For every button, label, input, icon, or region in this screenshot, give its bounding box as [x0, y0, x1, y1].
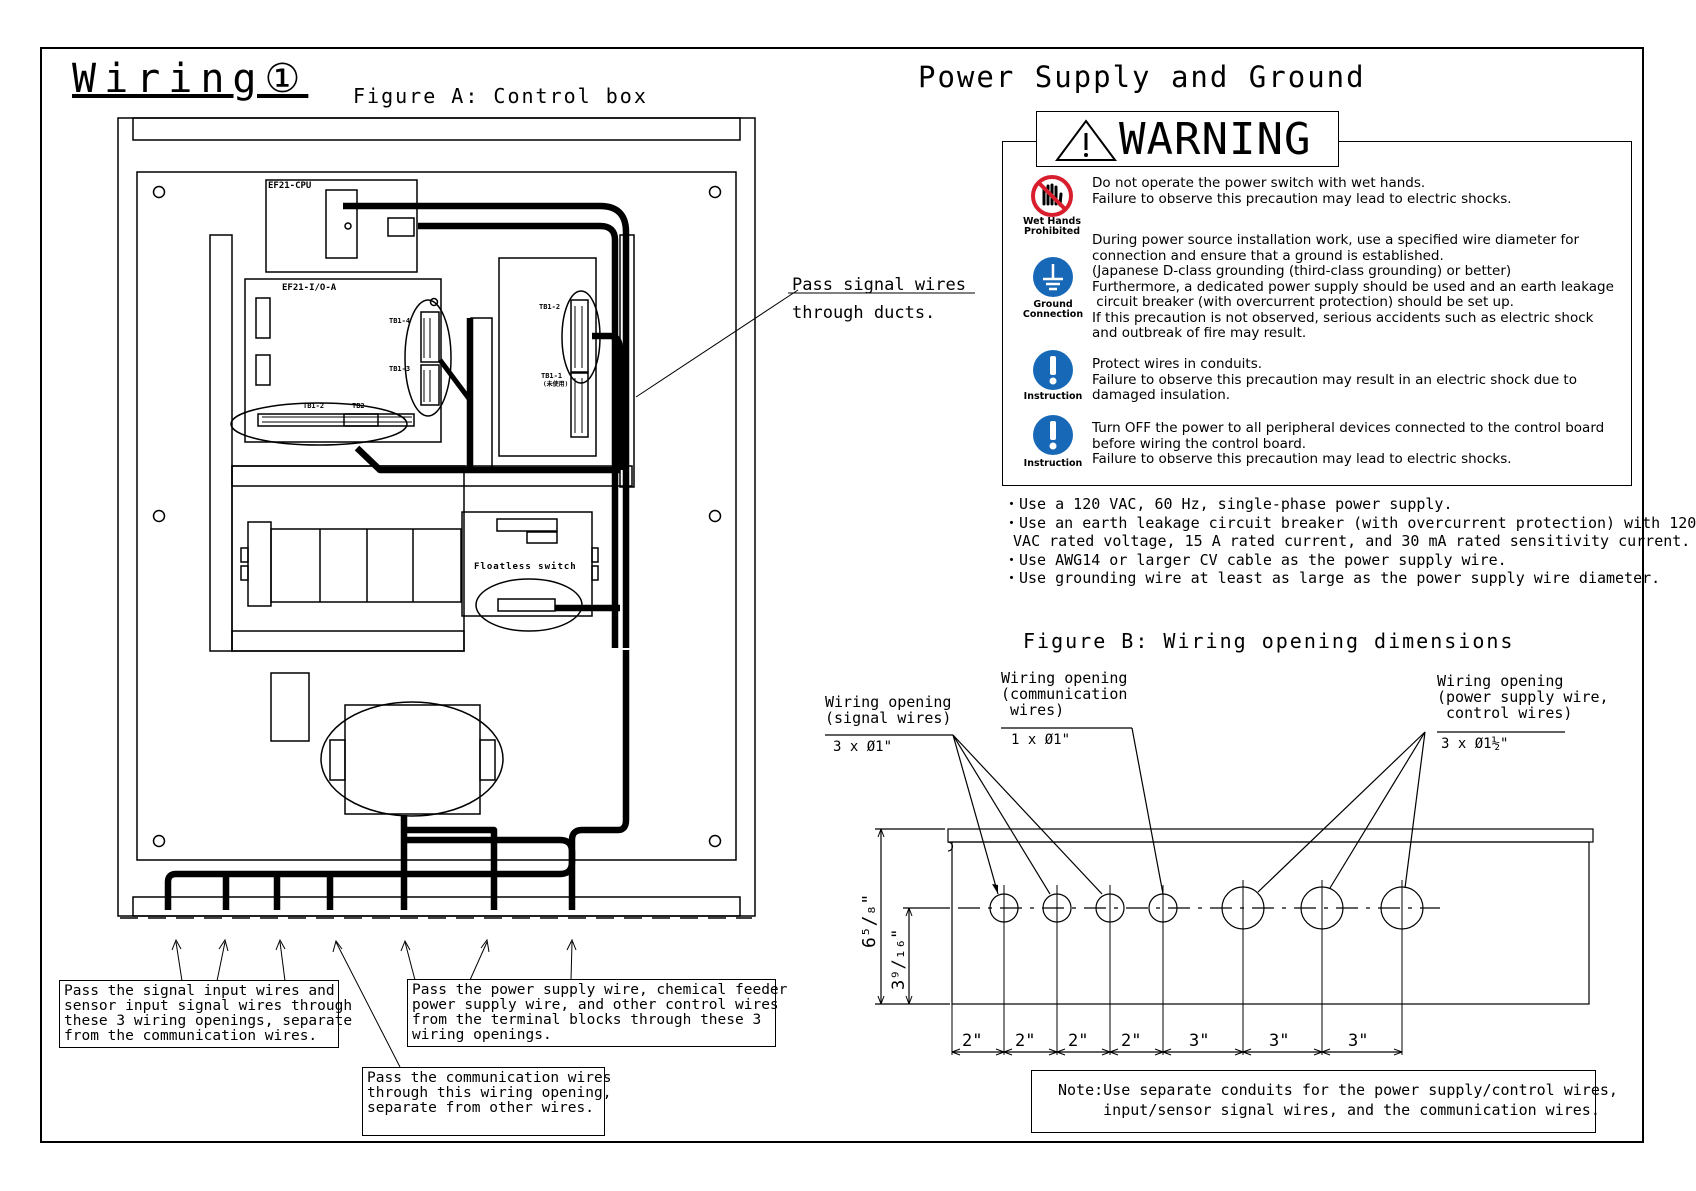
warning-triangle-icon	[1055, 119, 1117, 161]
opening-signal-size: 3 x Ø1"	[833, 739, 893, 755]
warning-text-power-off: Turn OFF the power to all peripheral dev…	[1092, 420, 1605, 467]
spacing-5: 3"	[1189, 1031, 1209, 1051]
figure-b-title: Figure B: Wiring opening dimensions	[1023, 629, 1515, 653]
spacing-7: 3"	[1348, 1031, 1368, 1051]
tb1-1r-sub-label: (未使用)	[543, 380, 568, 388]
height-center-dim: 3⁹/₁₆"	[889, 929, 909, 990]
tb1-1r-label: TB1-1	[541, 372, 562, 380]
conduit-note: Note:Use separate conduits for the power…	[1031, 1070, 1618, 1133]
drawing-frame	[40, 47, 1644, 1143]
tb2-label: TB2	[352, 402, 365, 410]
spacing-1: 2"	[962, 1031, 982, 1051]
floatless-label: Floatless switch	[474, 561, 577, 572]
warning-text-conduits: Protect wires in conduits. Failure to ob…	[1092, 356, 1577, 403]
spacing-4: 2"	[1121, 1031, 1141, 1051]
opening-signal-label: Wiring opening (signal wires)	[825, 693, 952, 727]
opening-comm-size: 1 x Ø1"	[1011, 732, 1071, 748]
power-wires-callout: Pass the power supply wire, chemical fee…	[407, 979, 787, 1047]
ground-connection-icon	[1033, 257, 1073, 297]
opening-power-label: Wiring opening (power supply wire, contr…	[1437, 672, 1609, 722]
height-total-dim: 6⁵/₈"	[859, 894, 880, 948]
opening-comm-label: Wiring opening (communication wires)	[1001, 669, 1128, 719]
instruction-label-1: Instruction	[1023, 391, 1083, 402]
wet-hands-label: Wet Hands Prohibited	[1022, 216, 1081, 237]
instruction-icon	[1033, 350, 1073, 390]
tb1-2-label: TB1-2	[303, 402, 324, 410]
wet-hands-prohibited-icon	[1031, 175, 1073, 217]
warning-text-wet-hands: Do not operate the power switch with wet…	[1092, 175, 1512, 207]
signal-wires-callout: Pass the signal input wires and sensor i…	[59, 980, 352, 1048]
tb1-2r-label: TB1-2	[539, 303, 560, 311]
page-title: Wiring①	[72, 56, 309, 102]
cpu-label: EF21-CPU	[268, 181, 311, 191]
instruction-icon	[1033, 415, 1073, 455]
comm-wires-callout: Pass the communication wires through thi…	[362, 1067, 611, 1136]
instruction-label-2: Instruction	[1023, 458, 1083, 469]
figure-a-title: Figure A: Control box	[353, 84, 648, 108]
power-supply-requirements: ・Use a 120 VAC, 60 Hz, single-phase powe…	[1004, 495, 1696, 587]
spacing-3: 2"	[1068, 1031, 1088, 1051]
io-label: EF21-I/O-A	[282, 283, 337, 293]
warning-text-ground: During power source installation work, u…	[1092, 232, 1614, 341]
ducts-callout: Pass signal wires through ducts.	[792, 275, 966, 323]
spacing-6: 3"	[1269, 1031, 1289, 1051]
power-supply-title: Power Supply and Ground	[918, 60, 1366, 94]
tb1-4-label: TB1-4	[389, 317, 410, 325]
opening-power-size: 3 x Ø1½"	[1441, 736, 1509, 752]
spacing-2: 2"	[1015, 1031, 1035, 1051]
tb1-3-label: TB1-3	[389, 365, 410, 373]
ground-connection-label: Ground Connection	[1022, 299, 1084, 320]
